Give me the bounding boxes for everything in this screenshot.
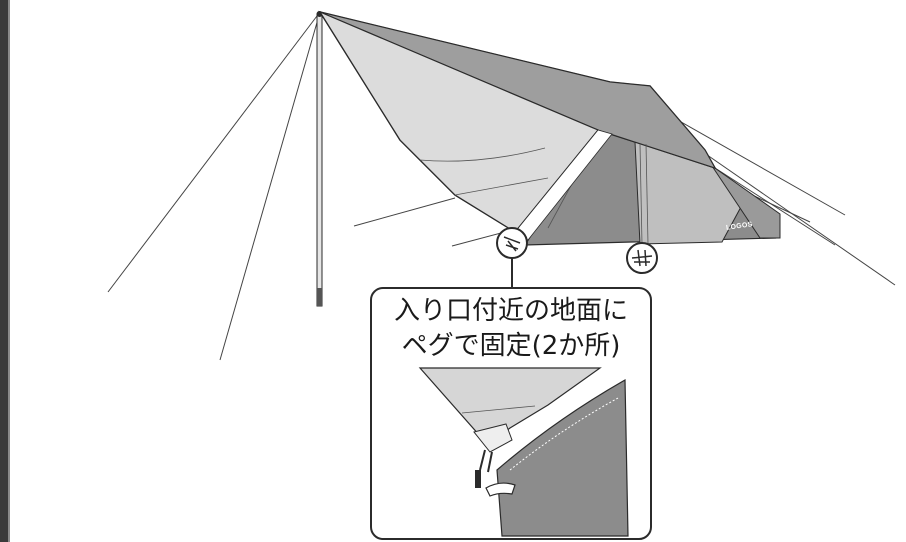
peg-marker-right bbox=[626, 242, 658, 274]
callout-line-1: 入り口付近の地面に bbox=[393, 296, 628, 326]
page-edge-bar bbox=[0, 0, 10, 542]
guy-lines bbox=[107, 11, 896, 361]
callout-text: 入り口付近の地面に ペグで固定(2か所) bbox=[372, 294, 650, 364]
tent-pole bbox=[316, 11, 323, 307]
callout-detail bbox=[418, 367, 629, 537]
tarp-front-flap bbox=[318, 10, 599, 233]
tarp-sleeve bbox=[514, 129, 613, 241]
tent-side-panel bbox=[711, 165, 781, 239]
callout-line-2: ペグで固定(2か所) bbox=[401, 331, 621, 361]
peg-marker-left bbox=[496, 227, 528, 259]
